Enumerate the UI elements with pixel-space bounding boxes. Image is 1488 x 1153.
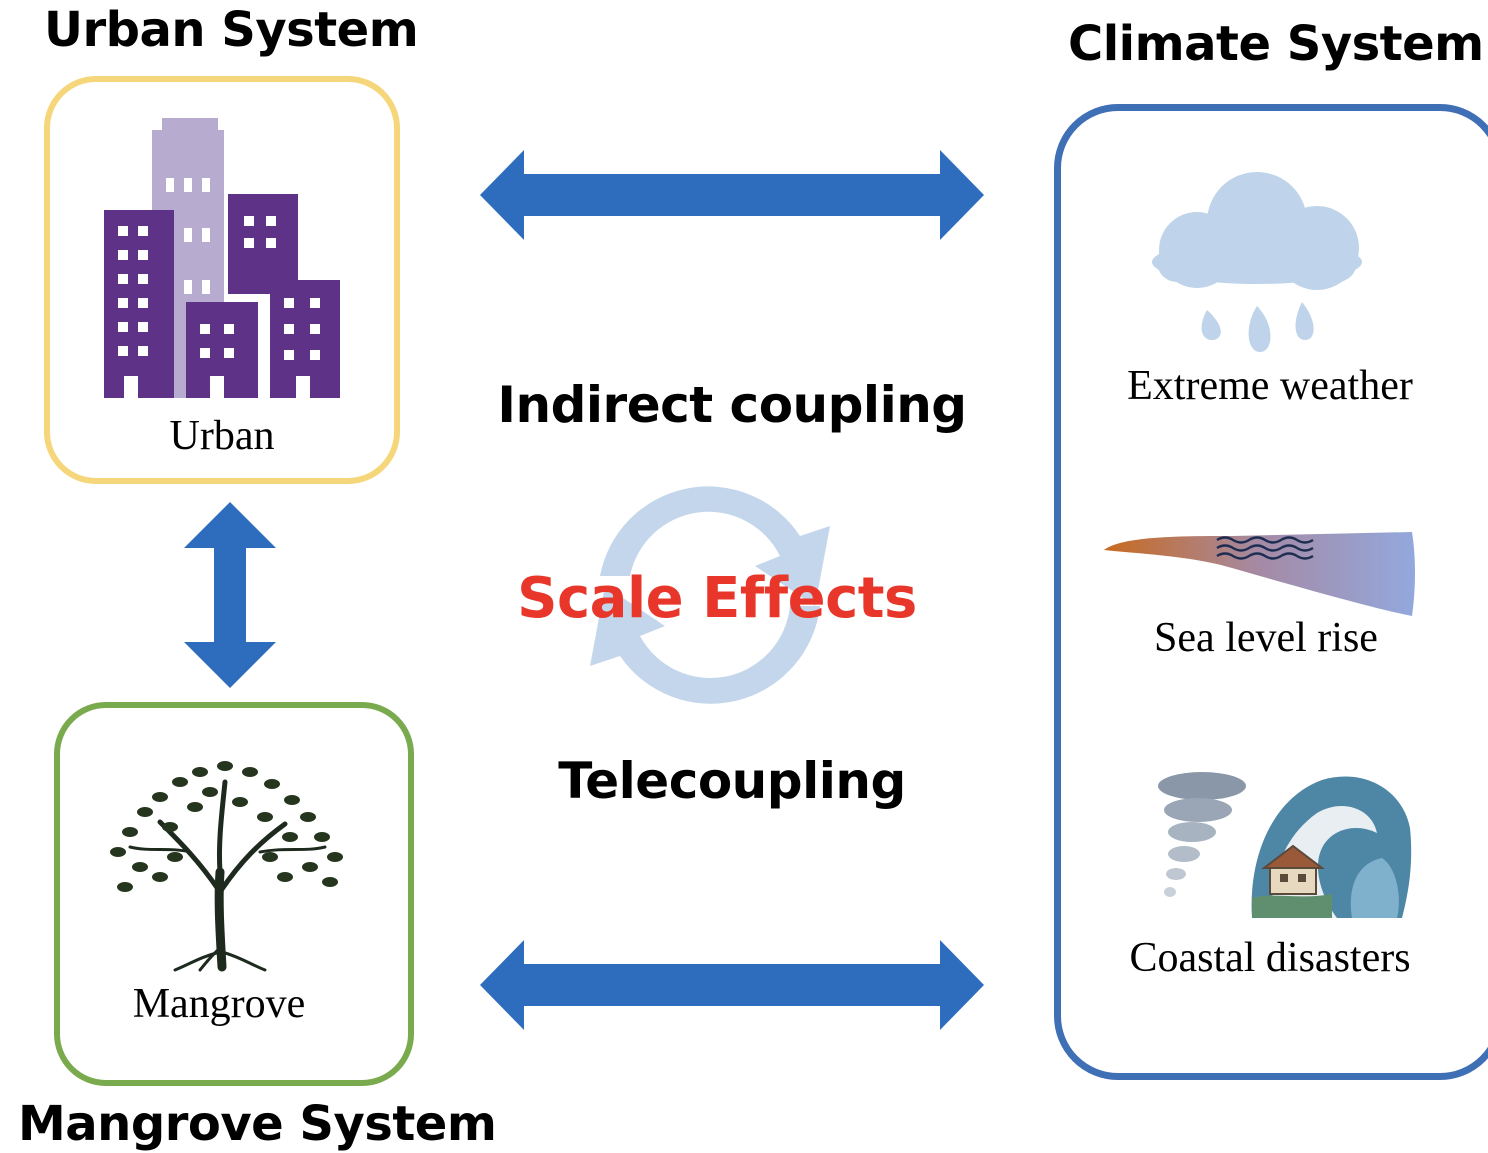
scale-effects-label: Scale Effects [517, 566, 917, 631]
cycle-arrows-icon [590, 486, 830, 704]
mangrove-tree-icon [110, 761, 343, 972]
sea-level-rise-label: Sea level rise [1154, 615, 1378, 661]
tornado-wave-icon [1158, 772, 1412, 918]
coastal-disasters-label: Coastal disasters [1129, 935, 1411, 981]
extreme-weather-label: Extreme weather [1127, 363, 1413, 409]
bottom-coupling-arrow [480, 940, 984, 1030]
top-coupling-arrow [480, 150, 984, 240]
rain-cloud-icon [1152, 172, 1362, 352]
mangrove-box [54, 702, 414, 1086]
indirect-coupling-label: Indirect coupling [497, 376, 967, 434]
telecoupling-label: Telecoupling [558, 752, 906, 810]
climate-system-heading: Climate System [1068, 16, 1484, 72]
urban-label: Urban [169, 413, 275, 459]
mangrove-label: Mangrove [132, 981, 306, 1027]
urban-system-heading: Urban System [44, 2, 419, 58]
city-buildings-icon [104, 118, 340, 398]
sea-level-icon [1104, 532, 1415, 616]
urban-mangrove-arrow [184, 502, 276, 688]
mangrove-system-heading: Mangrove System [18, 1096, 497, 1152]
